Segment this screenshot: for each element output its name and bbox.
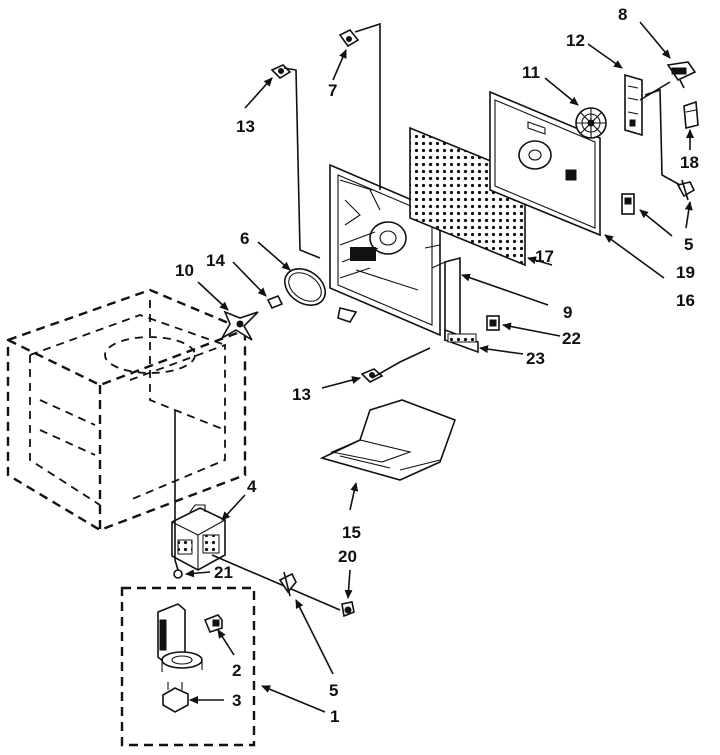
magnetron	[171, 504, 226, 571]
label-5-upper: 5	[684, 235, 693, 254]
label-11: 11	[522, 63, 540, 82]
wire-13	[283, 67, 321, 259]
label-18: 18	[680, 153, 699, 172]
leader-lines	[185, 21, 694, 713]
label-8: 8	[618, 5, 627, 24]
wire-13b	[371, 347, 431, 379]
stirrer-fan	[219, 310, 259, 341]
motor-mount	[162, 682, 189, 713]
label-13-upper: 13	[236, 117, 255, 136]
wire-5	[644, 88, 681, 186]
thermal-lead	[174, 410, 179, 571]
label-13-lower: 13	[292, 385, 311, 404]
fan-blade	[575, 107, 607, 139]
label-19: 19	[676, 263, 695, 282]
motor-group-box	[120, 586, 256, 747]
screw-7	[338, 28, 360, 48]
oven-cavity-outline	[6, 288, 247, 532]
shaft-spacer	[266, 294, 284, 310]
label-15: 15	[342, 523, 361, 542]
drive-belt-inner	[288, 272, 322, 302]
label-6: 6	[240, 229, 249, 248]
label-23: 23	[526, 349, 545, 368]
clip-18	[683, 100, 699, 130]
wire-7	[354, 22, 381, 190]
base-bracket	[444, 328, 479, 354]
screw-13-lower	[360, 368, 384, 383]
wire-8	[639, 81, 671, 101]
label-12: 12	[566, 31, 585, 50]
label-20: 20	[338, 547, 357, 566]
mount-bracket-12	[624, 73, 643, 137]
label-10: 10	[175, 261, 194, 280]
label-1: 1	[330, 707, 339, 726]
label-21: 21	[214, 563, 233, 582]
air-duct	[319, 399, 457, 481]
clip-5-upper	[676, 179, 696, 201]
label-22: 22	[562, 329, 581, 348]
motor-clip	[203, 614, 223, 633]
label-14: 14	[206, 251, 225, 270]
label-5-lower: 5	[329, 681, 338, 700]
drive-belt	[283, 268, 327, 306]
label-9: 9	[563, 303, 572, 322]
stirrer-blade-small	[337, 307, 358, 323]
mount-line	[211, 554, 341, 611]
label-3: 3	[232, 691, 241, 710]
label-2: 2	[232, 661, 241, 680]
back-plate	[489, 90, 601, 237]
holder-19	[621, 193, 635, 215]
screw-13-upper	[270, 64, 292, 80]
switch-8	[666, 61, 697, 89]
screw-20	[341, 601, 355, 618]
label-16: 16	[676, 291, 695, 310]
thermal-cutout	[173, 569, 183, 579]
label-17: 17	[535, 247, 554, 266]
label-7: 7	[328, 81, 337, 100]
spacer-22	[486, 315, 500, 331]
perforated-shield	[409, 126, 526, 267]
fan-motor-assembly	[157, 603, 203, 672]
clip-5-lower	[278, 571, 297, 597]
label-4: 4	[247, 477, 257, 496]
